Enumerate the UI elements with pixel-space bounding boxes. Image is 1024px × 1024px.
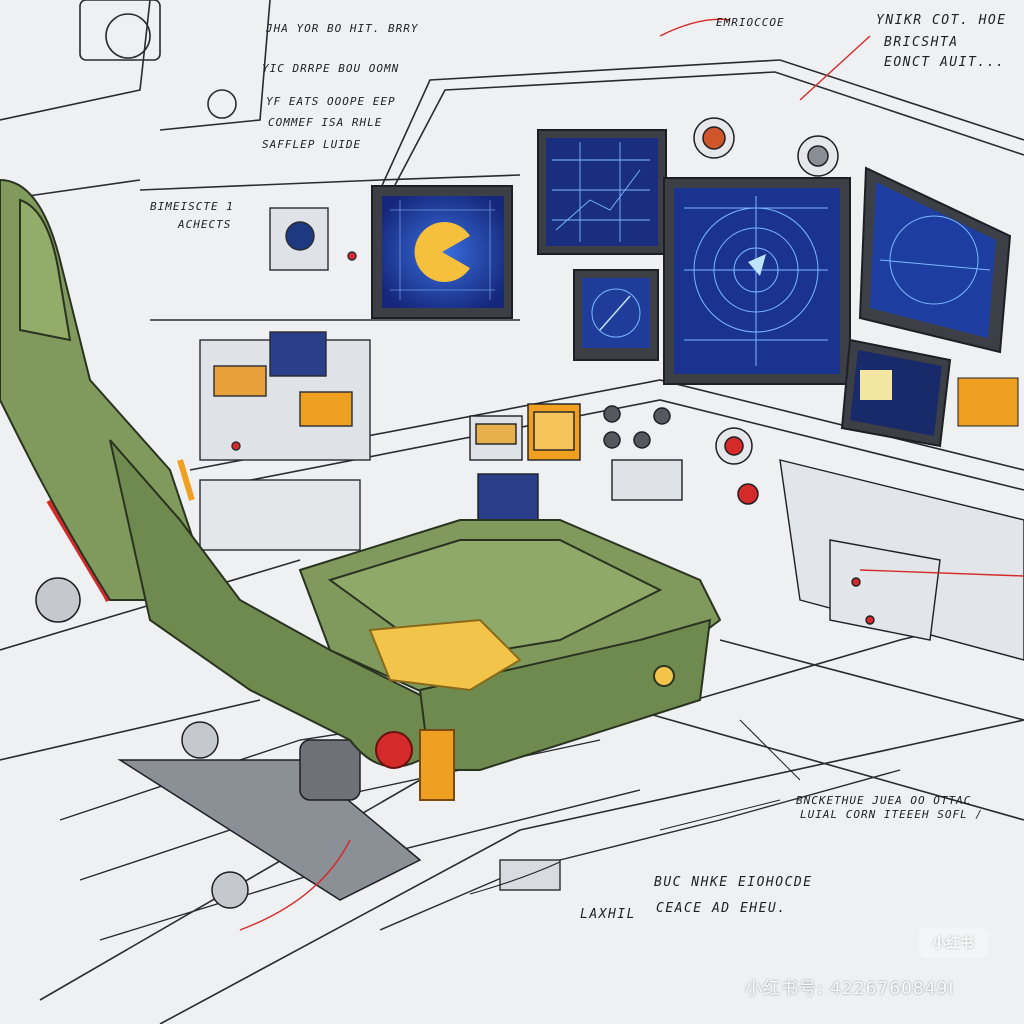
left-display-screen bbox=[371, 185, 513, 319]
right-side-panel bbox=[779, 459, 1024, 661]
pilot-seat bbox=[0, 178, 722, 801]
annotation-lower-right-2: LUIAL CORN ITEEEH SOFL / bbox=[800, 808, 983, 821]
main-radar-display-screen bbox=[663, 177, 851, 385]
annotation-bottom-left: LAXHIL bbox=[580, 907, 636, 922]
watermark-id: 小红书号: 4226760849I bbox=[745, 979, 955, 999]
annotation-top-right-2: BRICSHTA bbox=[884, 35, 959, 50]
left-console bbox=[199, 207, 371, 551]
annotation-top-left-3: YF EATS OOOPE EEP bbox=[266, 95, 396, 108]
annotation-lower-right-1: BNCKETHUE JUEA OO OTTAC bbox=[796, 794, 972, 807]
lower-right-display-screen bbox=[840, 338, 1019, 448]
annotation-top-left-5: SAFFLEP LUIDE bbox=[262, 138, 362, 151]
small-center-display-screen bbox=[573, 269, 659, 361]
annotation-top-left-1: JHA YOR BO HIT. BRRY bbox=[266, 22, 419, 35]
annotation-top-right-1: YNIKR COT. HOE bbox=[876, 13, 1007, 28]
annotation-top-left-2: YIC DRRPE BOU OOMN bbox=[262, 62, 400, 75]
annotation-bottom-center-1: BUC NHKE EIOHOCDE bbox=[654, 875, 813, 890]
center-console bbox=[469, 403, 683, 521]
annotation-bottom-center-2: CEACE AD EHEU. bbox=[656, 901, 787, 916]
annotation-top-center: EMRIOCCOE bbox=[716, 16, 785, 29]
annotation-left-panel-2: ACHECTS bbox=[178, 218, 232, 231]
watermark-badge: 小红书 bbox=[918, 928, 988, 958]
gauge-cluster bbox=[603, 117, 839, 505]
leader-lines bbox=[469, 719, 801, 895]
right-display-screen bbox=[858, 166, 1012, 354]
annotation-top-left-4: COMMEF ISA RHLE bbox=[268, 116, 383, 129]
top-middle-display-screen bbox=[537, 129, 667, 255]
annotation-left-panel-1: BIMEISCTE 1 bbox=[150, 200, 234, 213]
red-annotation-lines bbox=[239, 18, 1024, 931]
annotation-top-right-3: EONCT AUIT... bbox=[884, 55, 1006, 70]
